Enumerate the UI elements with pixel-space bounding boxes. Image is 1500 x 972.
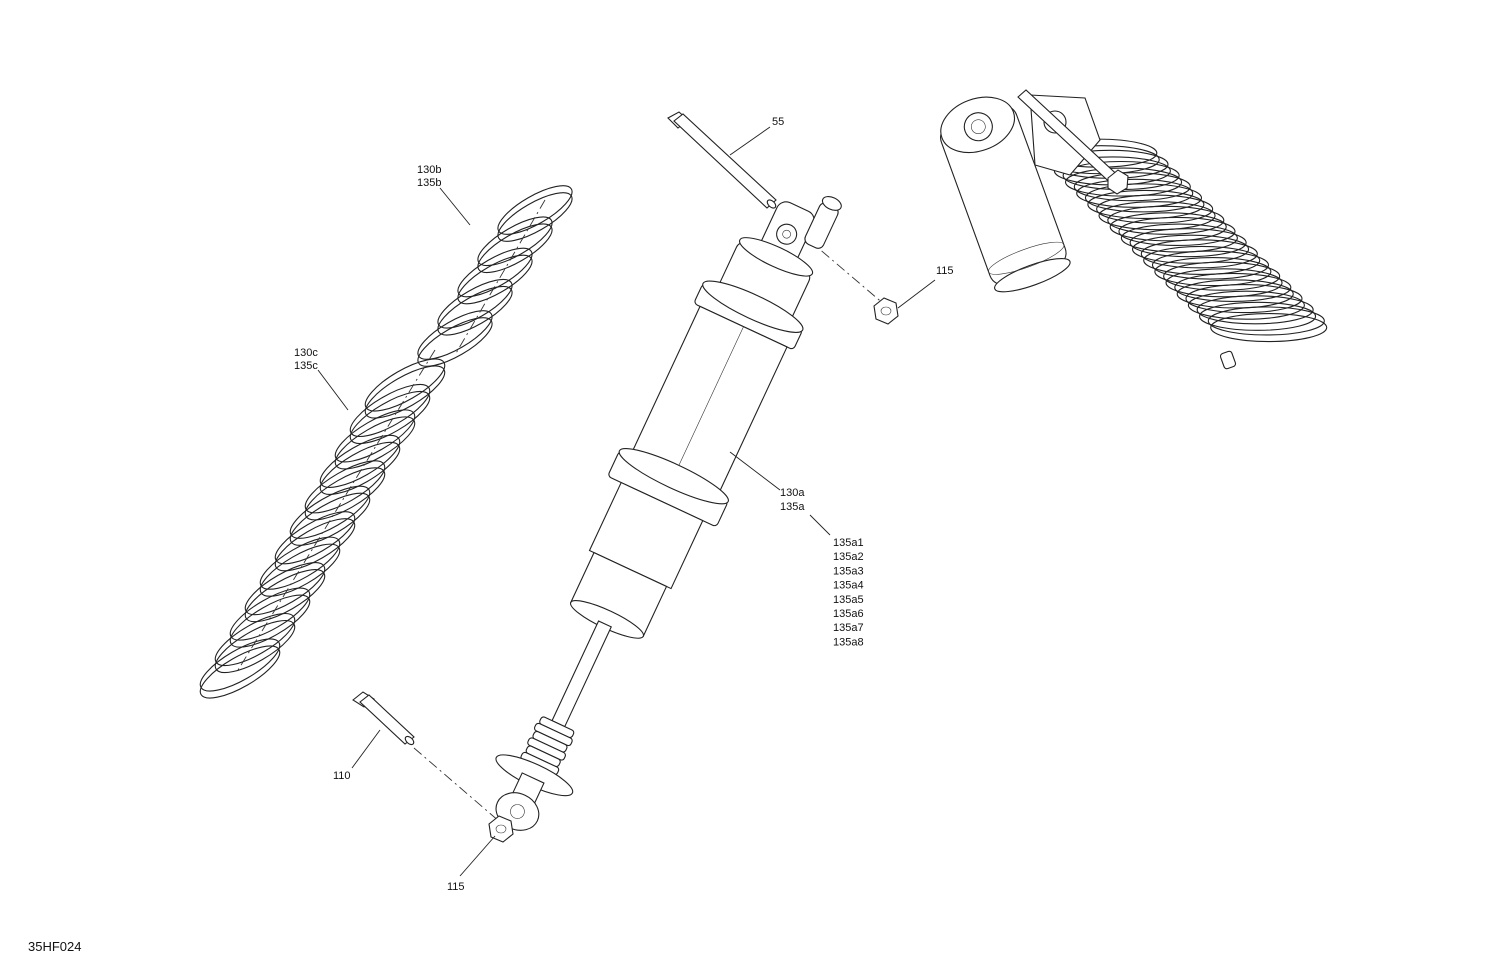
spring-coil: [1120, 223, 1238, 253]
spring-coil: [437, 285, 513, 336]
spring-coil: [349, 390, 431, 444]
spring-coil: [319, 441, 401, 495]
spring-coil: [1198, 301, 1317, 331]
spring-coil: [289, 492, 371, 546]
spring-coil: [1107, 205, 1225, 235]
callout-115-bottom: 115: [447, 881, 465, 893]
upper-spring-axis: [454, 199, 546, 356]
callout-130a: 130a: [780, 487, 805, 499]
spring-coil: [1185, 284, 1303, 314]
callout-135a-item: 135a6: [833, 608, 864, 620]
spring-coil: [229, 594, 311, 648]
callout-135a-item: 135a8: [833, 636, 864, 648]
spring-coil: [1118, 216, 1236, 247]
spring-coil: [1076, 178, 1194, 208]
callout-55: 55: [772, 116, 784, 128]
callout-135a-list: 135a1 135a2 135a3 135a4 135a5 135a6 135a7 135a8: [833, 537, 864, 648]
spring-coil: [1087, 189, 1205, 220]
callout-labels: 55 115 130b 135b 130c 135c 130a 135a 135…: [294, 116, 954, 893]
spring-coil: [1129, 228, 1247, 258]
spring-coil: [477, 223, 553, 274]
bottom-bolt-axis: [413, 747, 501, 823]
callout-135a-item: 135a3: [833, 565, 864, 577]
spring-coil: [457, 254, 533, 305]
spring-coil: [1174, 272, 1292, 302]
callout-110: 110: [333, 770, 351, 782]
spring-coil: [1109, 212, 1227, 242]
spring-coil: [214, 620, 296, 674]
dust-boot: [520, 716, 575, 776]
spring-coil: [1187, 290, 1305, 320]
shock-absorber: [495, 196, 842, 831]
spring-coil: [1196, 295, 1314, 325]
lower-spring: [199, 358, 446, 699]
spring-coil: [244, 569, 326, 623]
spring-coil: [1064, 167, 1183, 197]
callout-135a-item: 135a1: [833, 537, 864, 549]
top-bolt: [667, 111, 777, 209]
spring-coil: [304, 467, 386, 521]
spring-coil: [364, 365, 446, 419]
spring-coil: [1207, 306, 1325, 336]
callout-130b: 130b: [417, 164, 441, 176]
assembled-shock: [940, 89, 1328, 370]
figure-code: 35HF024: [28, 939, 81, 954]
callout-135b: 135b: [417, 177, 441, 189]
spring-coil: [1096, 194, 1214, 224]
spring-coil: [334, 416, 416, 470]
spring-coil: [1210, 312, 1328, 343]
spring-coil: [274, 518, 356, 572]
spring-coil: [497, 192, 573, 242]
spring-coil: [1143, 245, 1261, 275]
spring-coil: [1098, 201, 1216, 231]
top-nut: [873, 297, 899, 325]
spring-coil: [417, 317, 493, 367]
callout-135a-item: 135a2: [833, 551, 864, 563]
bottom-nut: [488, 815, 514, 843]
spring-coil: [1140, 239, 1258, 269]
upper-spring: [417, 185, 573, 367]
bottom-bolt: [352, 691, 415, 746]
spring-coil: [1163, 261, 1281, 291]
callout-135a: 135a: [780, 501, 805, 513]
spring-coil: [1165, 268, 1283, 298]
callout-115-top: 115: [936, 265, 954, 277]
spring-coil: [1073, 172, 1191, 202]
spring-coil: [1154, 257, 1272, 287]
callout-135a-item: 135a5: [833, 594, 864, 606]
spring-coil: [259, 543, 341, 597]
spring-coil: [1131, 234, 1250, 264]
spring-coil: [1151, 250, 1270, 280]
callout-135c: 135c: [294, 360, 318, 372]
spring-coil: [1084, 183, 1203, 213]
lower-spring-axis: [237, 349, 436, 671]
callout-135a-item: 135a7: [833, 622, 864, 634]
callout-135a-item: 135a4: [833, 580, 864, 592]
callout-130c: 130c: [294, 347, 318, 359]
callout-leaders: [317, 126, 936, 877]
spring-coil: [199, 645, 281, 699]
spring-coil: [1176, 279, 1294, 309]
